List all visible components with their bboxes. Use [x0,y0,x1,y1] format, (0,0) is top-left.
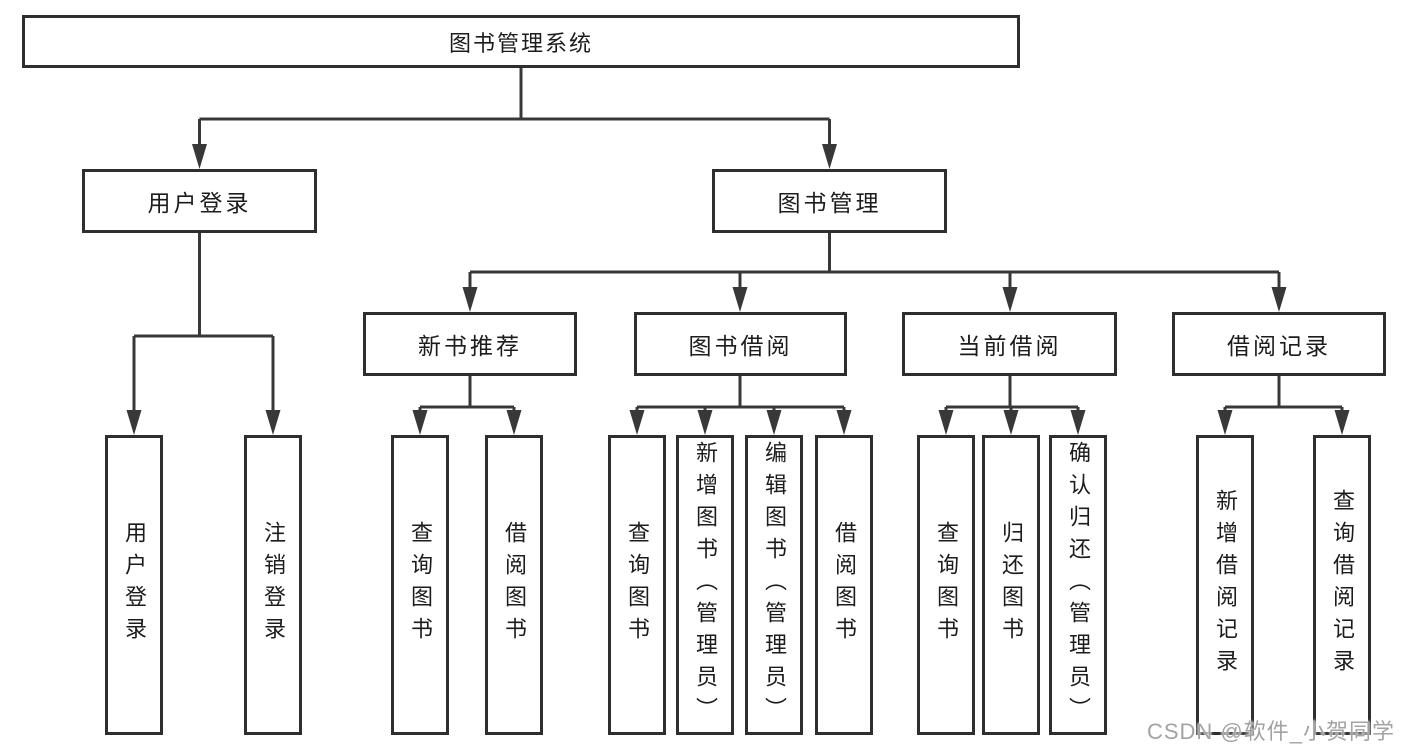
node-label: 借阅记录 [1227,333,1331,359]
csdn-watermark: CSDN @软件_小贺同学 [1146,719,1395,744]
node-label: 当前借阅 [957,333,1062,359]
leaf-return-book: 归还图书 [982,435,1040,735]
node-user-login: 用户登录 [82,169,317,233]
leaf-label: 确认归还（管理员） [1066,441,1091,729]
leaf-label: 查询借阅记录 [1330,489,1355,681]
leaf-label: 查询图书 [408,521,433,649]
node-label: 用户登录 [147,190,252,216]
leaf-add-borrow-record: 新增借阅记录 [1196,435,1254,735]
node-borrow-records: 借阅记录 [1172,312,1386,376]
leaf-label: 借阅图书 [502,521,527,649]
leaf-label: 查询图书 [934,521,959,649]
leaf-borrow-books: 借阅图书 [815,435,873,735]
node-current-borrow: 当前借阅 [902,312,1117,376]
leaf-label: 新增图书（管理员） [693,441,718,729]
node-library-management-system: 图书管理系统 [22,15,1020,68]
node-label: 图书借阅 [688,333,793,359]
leaf-label: 编辑图书（管理员） [762,441,787,729]
leaf-label: 归还图书 [999,521,1024,649]
node-new-book-recommend: 新书推荐 [363,312,577,376]
leaf-label: 查询图书 [625,521,650,649]
node-book-borrow: 图书借阅 [634,312,847,376]
leaf-label: 借阅图书 [832,521,857,649]
leaf-label: 新增借阅记录 [1213,489,1238,681]
leaf-query-books-recommend: 查询图书 [391,435,449,735]
node-label: 图书管理 [777,190,882,216]
leaf-label: 用户登录 [122,521,147,649]
node-label: 图书管理系统 [448,30,593,56]
leaf-user-login: 用户登录 [105,435,163,735]
leaf-add-book-admin: 新增图书（管理员） [676,435,734,735]
leaf-query-books-borrow: 查询图书 [608,435,666,735]
node-label: 新书推荐 [418,333,522,359]
leaf-confirm-return-admin: 确认归还（管理员） [1049,435,1107,735]
leaf-edit-book-admin: 编辑图书（管理员） [745,435,803,735]
leaf-logout: 注销登录 [244,435,302,735]
leaf-label: 注销登录 [261,521,286,649]
leaf-borrow-books-recommend: 借阅图书 [485,435,543,735]
leaf-query-books-current: 查询图书 [917,435,975,735]
leaf-query-borrow-record: 查询借阅记录 [1313,435,1371,735]
node-book-management: 图书管理 [712,169,947,233]
